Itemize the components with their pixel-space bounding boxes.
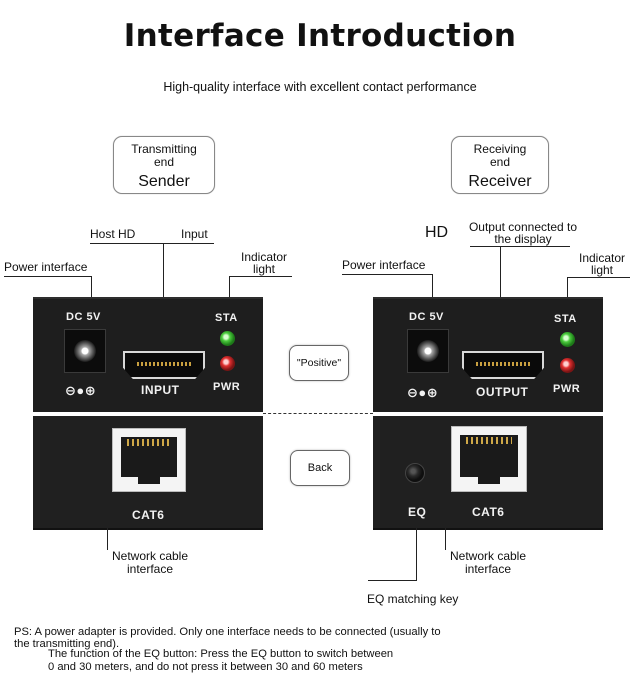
eq-button-icon[interactable] xyxy=(405,463,425,483)
receiver-text: Receiver xyxy=(468,173,532,190)
sender-polarity-icon: ⊖●⊕ xyxy=(65,383,97,398)
sender-network-label: Network cable interface xyxy=(111,549,189,576)
note-line-3: The function of the EQ button: Press the… xyxy=(48,648,394,660)
input-label: Input xyxy=(181,227,208,241)
hdmi-input-port-icon[interactable] xyxy=(123,351,205,379)
sender-pwr-label: PWR xyxy=(213,381,241,393)
receiver-polarity-icon: ⊖●⊕ xyxy=(407,385,439,400)
sender-indicator-leader-h xyxy=(229,276,292,277)
receiver-sta-label: STA xyxy=(554,313,577,325)
cable-connection-dash xyxy=(263,413,373,414)
receiver-sta-led-icon xyxy=(560,332,575,347)
sender-text: Sender xyxy=(138,173,190,190)
input-port-label: INPUT xyxy=(141,383,180,397)
receiver-cat6-label: CAT6 xyxy=(472,505,505,519)
sender-cat6-label: CAT6 xyxy=(132,508,165,522)
eq-label: EQ xyxy=(408,505,427,519)
output-leader-horizontal xyxy=(470,246,570,247)
sender-power-label: Power interface xyxy=(4,260,88,274)
positive-button[interactable]: "Positive" xyxy=(289,345,349,381)
sender-bottom-panel: CAT6 xyxy=(33,416,263,530)
page-subtitle: High-quality interface with excellent co… xyxy=(163,80,477,94)
sender-sta-led-icon xyxy=(220,331,235,346)
sender-sta-label: STA xyxy=(215,312,238,324)
output-port-label: OUTPUT xyxy=(476,385,529,399)
hdmi-output-port-icon[interactable] xyxy=(462,351,544,379)
host-hd-label: Host HD xyxy=(90,227,136,241)
sender-rj45-port-icon[interactable] xyxy=(112,428,186,492)
sender-indicator-leader-v xyxy=(229,276,230,310)
eq-matching-key-label: EQ matching key xyxy=(367,592,459,606)
sender-dc-jack-icon[interactable] xyxy=(64,329,106,373)
note-line-4: 0 and 30 meters, and do not press it bet… xyxy=(48,661,363,673)
page-title: Interface Introduction xyxy=(123,18,517,54)
receiver-label-box: Receiving end Receiver xyxy=(451,136,549,194)
output-label: Output connected to the display xyxy=(468,220,578,246)
sender-top-panel: DC 5V ⊖●⊕ INPUT STA PWR xyxy=(33,297,263,412)
receiver-rj45-port-icon[interactable] xyxy=(451,426,527,492)
receiver-power-label: Power interface xyxy=(342,258,426,272)
sender-pwr-led-icon xyxy=(220,356,235,371)
input-leader-horizontal xyxy=(90,243,214,244)
receiver-indicator-leader-v xyxy=(567,277,568,311)
receiver-top-panel: DC 5V ⊖●⊕ OUTPUT STA PWR xyxy=(373,297,603,412)
eq-leader-vertical xyxy=(416,528,417,581)
receiver-dc-label: DC 5V xyxy=(409,311,444,323)
note-line-2: the transmitting end). xyxy=(14,638,120,650)
sender-power-leader-h xyxy=(4,276,92,277)
receiver-network-leader-v xyxy=(445,528,446,550)
receiving-end-text: Receiving end xyxy=(473,142,527,169)
receiver-network-label: Network cable interface xyxy=(449,549,527,576)
sender-indicator-label: Indicator light xyxy=(240,250,288,276)
sender-network-leader-v xyxy=(107,528,108,550)
receiver-pwr-led-icon xyxy=(560,358,575,373)
receiver-hd-label: HD xyxy=(425,224,449,241)
receiver-pwr-label: PWR xyxy=(553,383,581,395)
sender-dc-label: DC 5V xyxy=(66,311,101,323)
note-line-1: PS: A power adapter is provided. Only on… xyxy=(14,626,441,638)
receiver-bottom-panel: EQ CAT6 xyxy=(373,416,603,530)
receiver-indicator-label: Indicator light xyxy=(578,251,626,277)
back-button[interactable]: Back xyxy=(290,450,350,486)
transmitting-end-text: Transmitting end xyxy=(131,142,197,169)
receiver-dc-jack-icon[interactable] xyxy=(407,329,449,373)
receiver-indicator-leader-h xyxy=(567,277,630,278)
receiver-power-leader-h xyxy=(342,274,433,275)
sender-label-box: Transmitting end Sender xyxy=(113,136,215,194)
eq-leader-horizontal xyxy=(368,580,417,581)
